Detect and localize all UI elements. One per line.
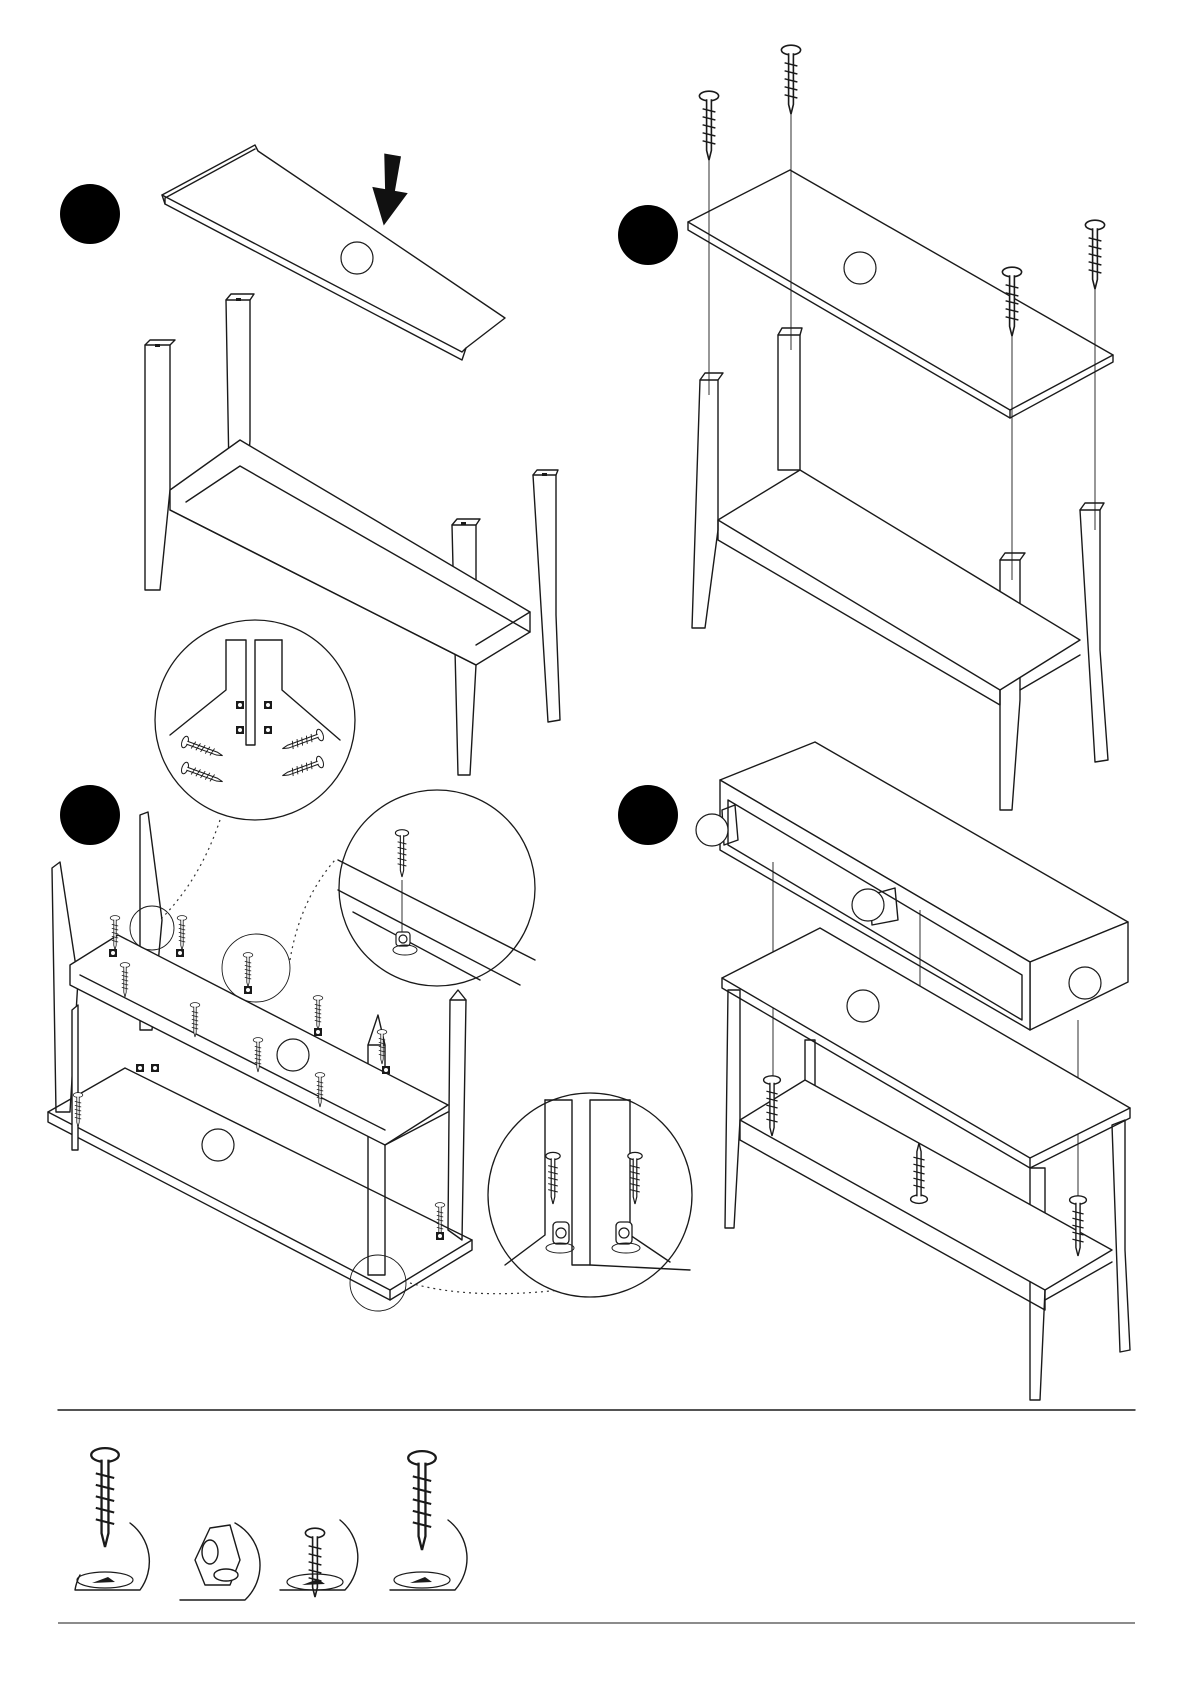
bracket-screw-detail-callout — [338, 790, 535, 986]
leg-bracket-detail-callout — [488, 1093, 692, 1297]
step-4 — [618, 742, 1130, 1400]
corner-bracket-icon — [180, 1523, 260, 1600]
bracket-detail-callout — [155, 620, 355, 820]
step-badge — [60, 785, 120, 845]
step-badge — [618, 785, 678, 845]
part-label — [341, 242, 373, 274]
short-screw-icon — [280, 1520, 358, 1597]
medium-screw-icon — [390, 1451, 467, 1590]
step-badge — [618, 205, 678, 265]
arrow-down-icon — [366, 152, 414, 228]
top-panel — [162, 145, 505, 360]
step-2 — [618, 45, 1113, 810]
step-3 — [48, 785, 692, 1311]
step-badge — [60, 184, 120, 244]
top-panel — [688, 170, 1113, 418]
hardware-legend — [58, 1410, 1135, 1623]
assembled-frame — [692, 328, 1108, 810]
long-screw-icon — [75, 1448, 149, 1590]
